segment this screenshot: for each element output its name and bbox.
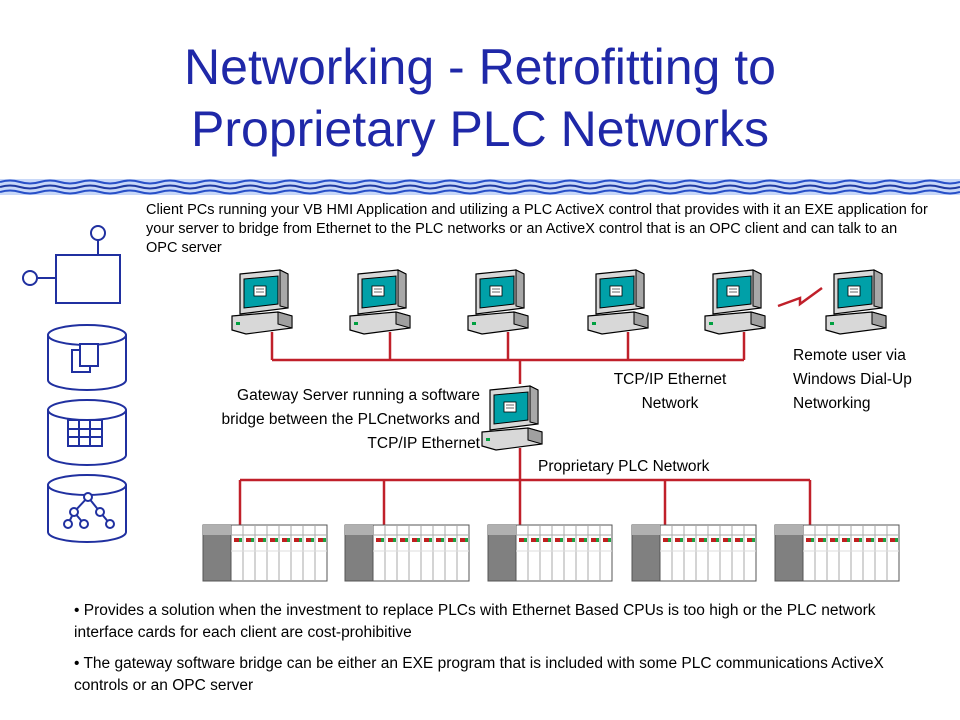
gateway-server-label: Gateway Server running a software bridge…: [221, 387, 481, 452]
title-line-1: Networking - Retrofitting to: [184, 39, 776, 95]
title-line-2: Proprietary PLC Networks: [191, 101, 769, 157]
tcpip-network-label: TCP/IP Ethernet Network: [613, 371, 727, 412]
bullet-item: • Provides a solution when the investmen…: [74, 602, 876, 641]
gateway-server-pc: [481, 385, 543, 451]
client-pc-5: [704, 269, 766, 335]
wave-divider: [0, 179, 960, 195]
client-pc-3: [467, 269, 529, 335]
documents-database-icon: [47, 324, 127, 391]
client-pc-4: [587, 269, 649, 335]
plc-rack-3: [487, 524, 613, 582]
org-chart-icon: [22, 225, 121, 304]
dialup-link-icon: [777, 286, 823, 308]
plc-rack-4: [631, 524, 757, 582]
slide-title: Networking - Retrofitting to Proprietary…: [0, 36, 960, 160]
remote-user-label: Remote user via Windows Dial-Up Networki…: [793, 347, 912, 412]
table-database-icon: [47, 399, 127, 466]
client-pc-1: [231, 269, 293, 335]
plc-rack-5: [774, 524, 900, 582]
plc-network-lines: [238, 448, 812, 525]
plc-rack-1: [202, 524, 328, 582]
client-pc-2: [349, 269, 411, 335]
ethernet-network-lines: [270, 332, 746, 384]
intro-text: Client PCs running your VB HMI Applicati…: [146, 202, 928, 256]
network-database-icon: [47, 474, 127, 543]
remote-pc: [825, 269, 887, 335]
plc-network-label: Proprietary PLC Network: [538, 458, 710, 475]
bullet-item: • The gateway software bridge can be eit…: [74, 655, 884, 694]
plc-rack-2: [344, 524, 470, 582]
bullet-list: • Provides a solution when the investmen…: [74, 600, 894, 706]
